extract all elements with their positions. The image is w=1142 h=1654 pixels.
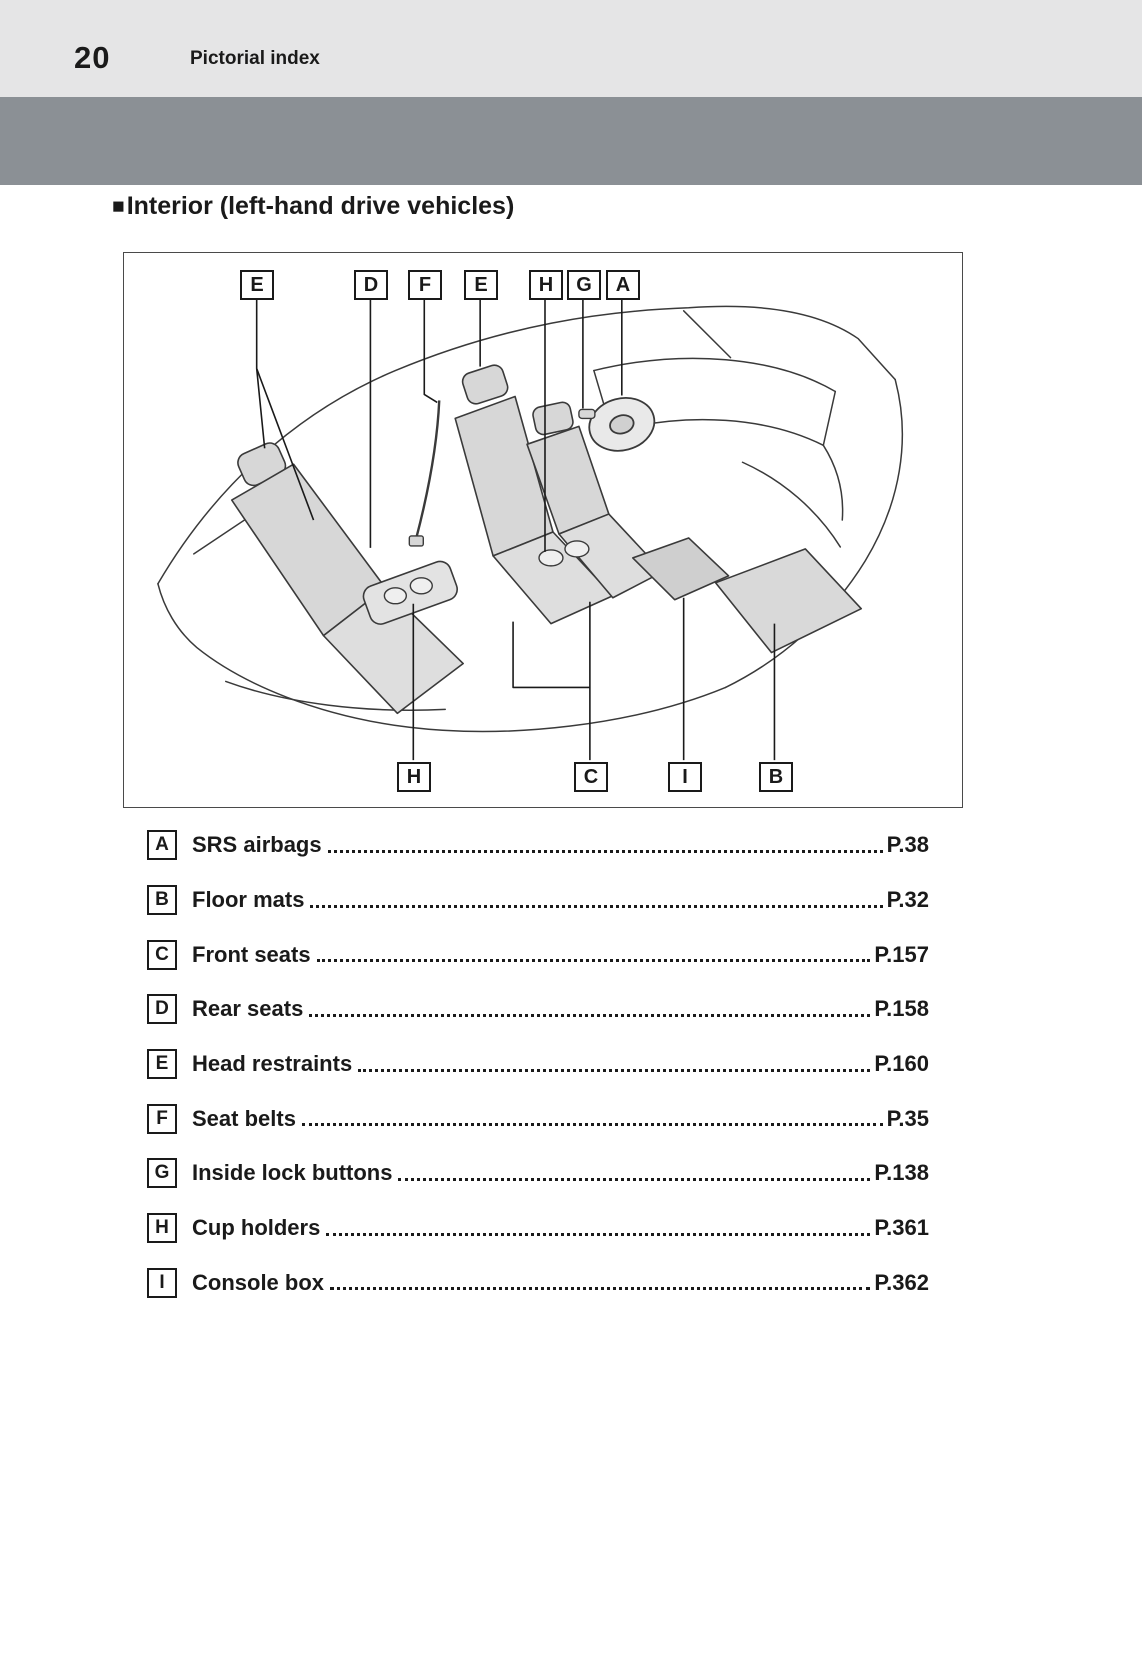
diagram-callout-a: A — [606, 270, 640, 300]
legend-label: Seat belts — [192, 1105, 296, 1131]
legend-key: F — [147, 1103, 177, 1134]
dot-leader — [330, 1287, 871, 1291]
diagram-callout-e-rear: E — [240, 270, 274, 300]
header-title: Pictorial index — [190, 48, 320, 69]
seat-belt — [408, 400, 441, 547]
dot-leader — [327, 849, 883, 853]
legend-label: Floor mats — [192, 887, 305, 913]
leader-lines — [255, 299, 776, 761]
dot-leader — [326, 1232, 871, 1236]
diagram-callout-d: D — [354, 270, 388, 300]
diagram-callout-b: B — [759, 762, 793, 792]
diagram-callout-g: G — [567, 270, 601, 300]
inside-lock-button — [578, 408, 596, 420]
page-header: 20 Pictorial index — [0, 0, 1142, 97]
legend-page-ref: P.362 — [874, 1269, 929, 1295]
legend-key: H — [147, 1213, 177, 1244]
section-heading: ■ Interior (left-hand drive vehicles) — [112, 192, 514, 221]
dot-leader — [301, 1123, 883, 1127]
cup-holders — [383, 540, 590, 605]
steering-wheel — [588, 397, 656, 452]
legend-page-ref: P.138 — [874, 1160, 929, 1186]
legend-row: A SRS airbags P.38 — [147, 818, 929, 873]
legend-label: Cup holders — [192, 1215, 321, 1241]
legend-label: SRS airbags — [192, 832, 322, 858]
legend-row: H Cup holders P.361 — [147, 1201, 929, 1256]
legend-page-ref: P.158 — [874, 996, 929, 1022]
interior-illustration — [157, 299, 904, 761]
diagram-callout-e-front: E — [464, 270, 498, 300]
diagram-callout-f: F — [408, 270, 442, 300]
legend-key: C — [147, 939, 177, 970]
front-head-restraint — [461, 364, 509, 405]
legend-label: Front seats — [192, 941, 311, 967]
legend-page-ref: P.35 — [886, 1105, 929, 1131]
dot-leader — [310, 904, 883, 908]
dot-leader — [309, 1013, 871, 1017]
legend-row: F Seat belts P.35 — [147, 1091, 929, 1146]
seats — [230, 364, 863, 715]
diagram-callout-i: I — [668, 762, 702, 792]
legend-page-ref: P.38 — [886, 832, 929, 858]
legend-label: Rear seats — [192, 996, 304, 1022]
legend-list: A SRS airbags P.38 B Floor mats P.32 C F… — [147, 818, 929, 1310]
legend-row: D Rear seats P.158 — [147, 982, 929, 1037]
legend-key: A — [147, 830, 177, 861]
interior-diagram: E D F E H G A H C I B — [123, 252, 963, 808]
legend-key: I — [147, 1267, 177, 1298]
legend-page-ref: P.361 — [874, 1215, 929, 1241]
legend-page-ref: P.32 — [886, 887, 929, 913]
legend-label: Head restraints — [192, 1051, 353, 1077]
section-heading-text: Interior (left-hand drive vehicles) — [126, 192, 515, 220]
legend-row: I Console box P.362 — [147, 1256, 929, 1311]
legend-row: E Head restraints P.160 — [147, 1037, 929, 1092]
dot-leader — [398, 1177, 871, 1181]
dot-leader — [358, 1068, 871, 1072]
dot-leader — [316, 959, 871, 963]
diagram-callout-h-rear: H — [397, 762, 431, 792]
diagram-callout-h-front: H — [529, 270, 563, 300]
legend-page-ref: P.157 — [874, 941, 929, 967]
console-box — [631, 537, 730, 601]
page-number: 20 — [74, 40, 111, 75]
legend-label: Inside lock buttons — [192, 1160, 393, 1186]
legend-row: B Floor mats P.32 — [147, 873, 929, 928]
legend-label: Console box — [192, 1269, 325, 1295]
legend-key: G — [147, 1158, 177, 1189]
rear-armrest — [362, 560, 458, 625]
legend-key: B — [147, 885, 177, 916]
driver-head-restraint — [532, 401, 574, 436]
legend-key: D — [147, 994, 177, 1025]
floor-mat — [714, 548, 863, 654]
legend-row: C Front seats P.157 — [147, 927, 929, 982]
square-bullet-icon: ■ — [112, 195, 125, 218]
diagram-callout-c: C — [574, 762, 608, 792]
legend-row: G Inside lock buttons P.138 — [147, 1146, 929, 1201]
legend-page-ref: P.160 — [874, 1051, 929, 1077]
section-band — [0, 97, 1142, 185]
legend-key: E — [147, 1049, 177, 1080]
